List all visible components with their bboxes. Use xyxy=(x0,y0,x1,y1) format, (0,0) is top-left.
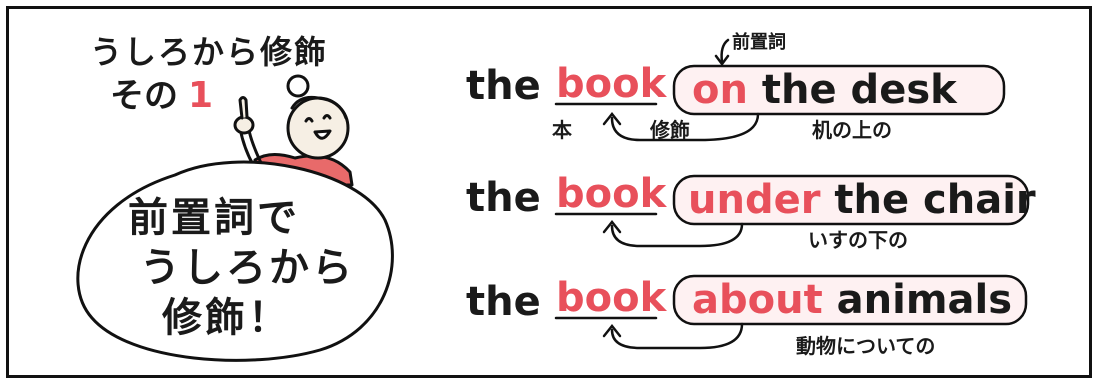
example-3-gloss: 動物についての xyxy=(796,334,936,358)
example-1-noun: book xyxy=(556,61,667,107)
bubble-line-2: うしろから xyxy=(140,245,355,291)
modify-label: 修飾 xyxy=(650,118,690,142)
example-3-noun: book xyxy=(556,275,667,321)
speech-bubble-outline xyxy=(76,160,394,362)
example-2-article: the xyxy=(466,175,541,221)
title-line-1: うしろから修飾 xyxy=(90,33,329,71)
bubble-line-1: 前置詞で xyxy=(128,195,300,241)
bubble-line-3: 修飾！ xyxy=(162,295,291,341)
phrase-box-1 xyxy=(672,64,1006,116)
example-2-rest: the chair xyxy=(834,177,1036,223)
modify-arrow-2 xyxy=(610,222,744,248)
example-3-preposition: about xyxy=(692,277,823,323)
preposition-pointer xyxy=(720,38,730,64)
example-1-rest: the desk xyxy=(761,67,957,113)
example-3-phrase: about animals xyxy=(692,280,1012,320)
noun-gloss: 本 xyxy=(552,118,572,142)
modify-arrow-3 xyxy=(610,322,744,350)
example-3-rest: animals xyxy=(836,277,1013,323)
modify-arrow-1 xyxy=(610,112,760,142)
phrase-box-2 xyxy=(672,174,1030,226)
example-2-noun: book xyxy=(556,171,667,217)
title-number: 1 xyxy=(188,75,214,116)
example-2-gloss: いすの下の xyxy=(808,228,908,252)
title-prefix: その xyxy=(110,76,178,116)
preposition-label: 前置詞 xyxy=(732,32,786,53)
example-1-gloss: 机の上の xyxy=(812,118,892,142)
example-1-article: the xyxy=(466,63,541,109)
phrase-box-3 xyxy=(672,274,1028,326)
example-1-preposition: on xyxy=(692,67,748,113)
example-2-phrase: under the chair xyxy=(688,180,1036,220)
example-1-phrase: on the desk xyxy=(692,70,957,110)
example-3-article: the xyxy=(466,279,541,325)
example-2-preposition: under xyxy=(688,177,821,223)
